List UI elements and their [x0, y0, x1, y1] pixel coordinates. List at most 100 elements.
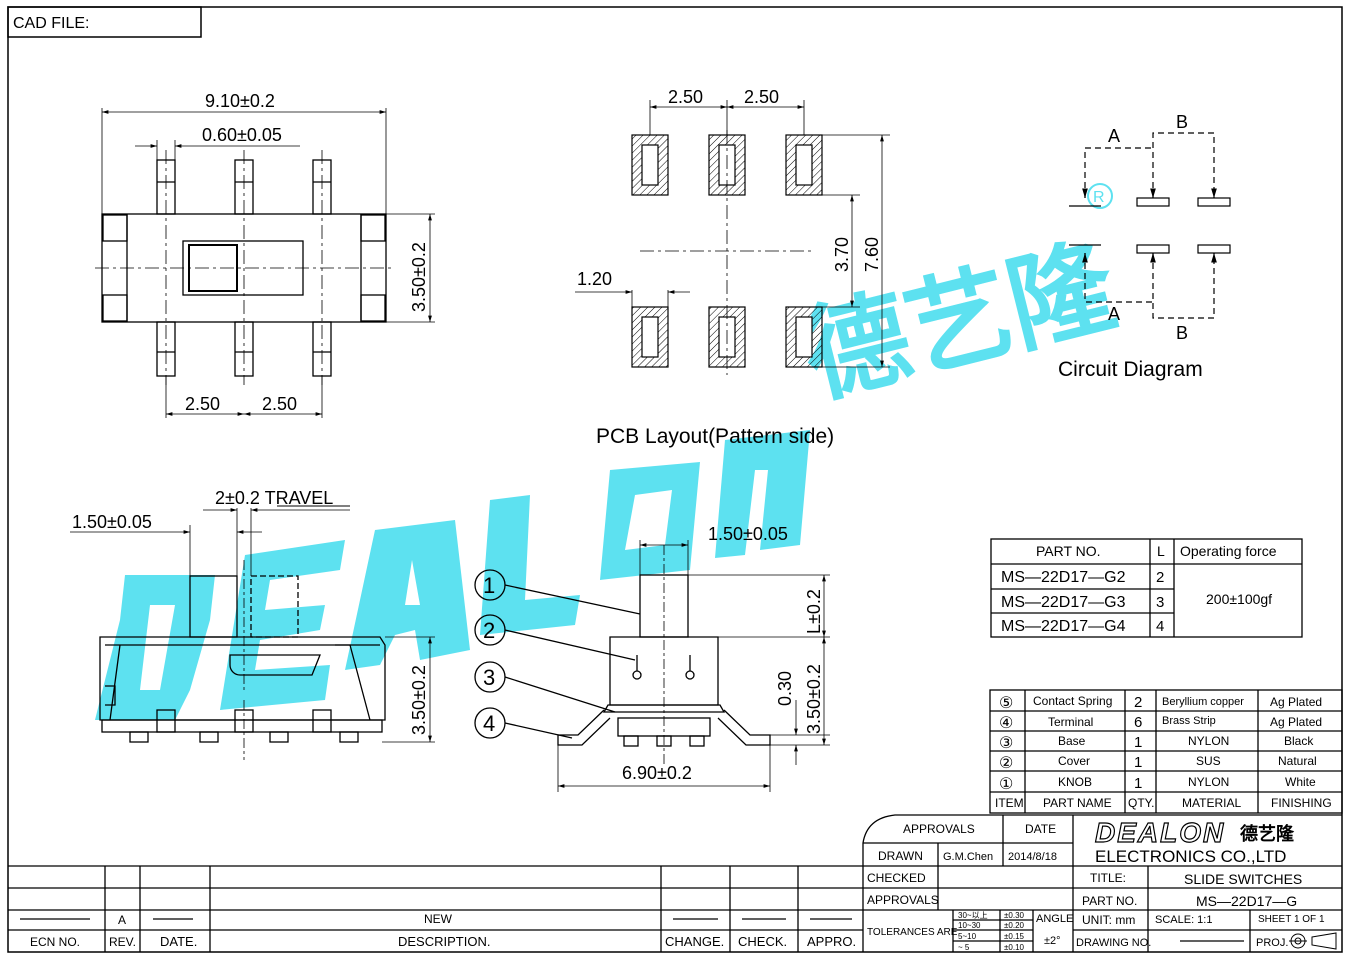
bom-header-qty: QTY.	[1128, 796, 1154, 810]
bom-header-material: MATERIAL	[1182, 796, 1241, 810]
bom-name: Base	[1058, 734, 1086, 748]
part-table-row-partno: MS—22D17—G2	[1001, 569, 1126, 586]
tb-tol-value: ±0.15	[1004, 932, 1025, 941]
bom-item: ①	[999, 776, 1013, 793]
bom-name: Terminal	[1048, 715, 1093, 729]
front-view	[474, 540, 830, 792]
rev-value: A	[118, 913, 126, 927]
bom-header-finishing: FINISHING	[1271, 796, 1332, 810]
tb-angle-value: ±2°	[1044, 935, 1061, 947]
pcb-dim-outer: 7.60	[862, 237, 882, 272]
tb-title-label: TITLE:	[1090, 871, 1126, 885]
bom-header-item: ITEM	[995, 796, 1024, 810]
tb-tol-range: 30~以上	[958, 911, 988, 920]
callout-3: 3	[483, 665, 495, 690]
tb-tol-range: 10~30	[958, 921, 981, 930]
pcb-layout	[575, 100, 890, 375]
tb-tol-range: ~ 5	[958, 943, 970, 952]
pcb-dim-pitch-right: 2.50	[744, 87, 779, 107]
pcb-dim-pad-width: 1.20	[577, 269, 612, 289]
rev-header-change: CHANGE.	[665, 934, 724, 949]
part-table-row-l: 3	[1156, 594, 1164, 611]
bom-qty: 1	[1134, 734, 1142, 751]
rev-desc-value: NEW	[424, 912, 453, 926]
part-table-row-l: 4	[1156, 618, 1164, 635]
bom-finish: Black	[1284, 734, 1314, 748]
pcb-caption: PCB Layout(Pattern side)	[596, 425, 834, 448]
watermark: 德艺隆 R	[95, 183, 1127, 720]
circuit-label-a-top: A	[1108, 126, 1120, 146]
bom-qty: 6	[1134, 714, 1142, 731]
bom-item: ③	[999, 735, 1013, 752]
tb-sheet: SHEET 1 OF 1	[1258, 914, 1325, 925]
top-dim-width: 9.10±0.2	[205, 91, 275, 111]
rev-header-description: DESCRIPTION.	[398, 934, 490, 949]
tb-title-value: SLIDE SWITCHES	[1184, 871, 1302, 887]
bom-name: Contact Spring	[1033, 694, 1112, 708]
bom-name: KNOB	[1058, 775, 1092, 789]
circuit-label-b-top: B	[1176, 112, 1188, 132]
front-dim-knob: 1.50±0.05	[708, 524, 788, 544]
top-dim-height: 3.50±0.2	[409, 242, 429, 312]
circuit-label-a-bottom: A	[1108, 304, 1120, 324]
rev-header-rev: REV.	[109, 935, 136, 949]
bom-qty: 1	[1134, 775, 1142, 792]
projection-symbol-icon	[1289, 932, 1337, 950]
bom-material: SUS	[1196, 754, 1221, 768]
bom-header-part-name: PART NAME	[1043, 796, 1112, 810]
part-table-force: 200±100gf	[1206, 591, 1272, 607]
revision-text: A NEW ECN NO. REV. DATE. DESCRIPTION. CH…	[30, 912, 856, 949]
tb-drawn-by: G.M.Chen	[943, 851, 993, 863]
tb-logo-cn: 德艺隆	[1240, 823, 1295, 844]
bom-material: Beryllium copper	[1162, 696, 1244, 708]
bom-material: NYLON	[1188, 734, 1229, 748]
tb-drawing-no: DRAWING NO.	[1076, 937, 1151, 949]
tb-tolerances-label: TOLERANCES ARE	[867, 927, 958, 938]
tb-company: ELECTRONICS CO.,LTD	[1095, 847, 1286, 866]
bom-rows: ⑤ Contact Spring 2 Beryllium copper Ag P…	[995, 694, 1332, 810]
tb-tol-range: 5~10	[958, 932, 977, 941]
tb-logo-text: DEALON	[1095, 817, 1225, 848]
front-dim-width: 6.90±0.2	[622, 763, 692, 783]
top-dim-pin-width: 0.60±0.05	[202, 125, 282, 145]
bom-material: Brass Strip	[1162, 715, 1216, 727]
callout-4: 4	[483, 711, 495, 736]
bom-item: ②	[999, 755, 1013, 772]
tb-checked-label: CHECKED	[867, 871, 926, 885]
tb-proj: PROJ.	[1256, 937, 1288, 949]
tb-partno-value: MS—22D17—G	[1196, 893, 1297, 909]
circuit-caption: Circuit Diagram	[1058, 358, 1203, 381]
bom-table	[989, 689, 1343, 814]
rev-header-date: DATE.	[160, 934, 197, 949]
part-table-row-partno: MS—22D17—G3	[1001, 594, 1126, 611]
circuit-diagram	[1069, 132, 1231, 319]
top-view	[95, 108, 435, 418]
cad-file-label: CAD FILE:	[13, 15, 89, 32]
drawing-border	[7, 6, 1343, 953]
bom-name: Cover	[1058, 754, 1090, 768]
tb-tol-value: ±0.30	[1004, 911, 1025, 920]
side-dim-knob: 1.50±0.05	[72, 512, 152, 532]
side-view	[70, 508, 435, 760]
bom-item: ⑤	[999, 695, 1013, 712]
revision-block	[8, 865, 863, 952]
bom-qty: 1	[1134, 754, 1142, 771]
title-block	[862, 814, 1342, 952]
tb-approvals-label: APPROVALS	[903, 822, 975, 836]
title-block-text: APPROVALS DATE DRAWN G.M.Chen 2014/8/18 …	[867, 816, 1325, 952]
front-dim-030: 0.30	[775, 671, 795, 706]
tb-drawn-date: 2014/8/18	[1008, 851, 1057, 863]
callout-2: 2	[483, 618, 495, 643]
bom-finish: White	[1285, 775, 1316, 789]
side-dim-travel: 2±0.2 TRAVEL	[215, 488, 333, 508]
part-table-row-partno: MS—22D17—G4	[1001, 618, 1126, 635]
top-dim-pitch-left: 2.50	[185, 394, 220, 414]
tb-partno-label: PART NO.	[1082, 894, 1137, 908]
bom-finish: Natural	[1278, 754, 1317, 768]
circuit-label-b-bottom: B	[1176, 323, 1188, 343]
rev-header-ecn: ECN NO.	[30, 935, 80, 949]
bom-item: ④	[999, 715, 1013, 732]
cad-file-box	[7, 6, 202, 38]
bom-qty: 2	[1134, 694, 1142, 711]
